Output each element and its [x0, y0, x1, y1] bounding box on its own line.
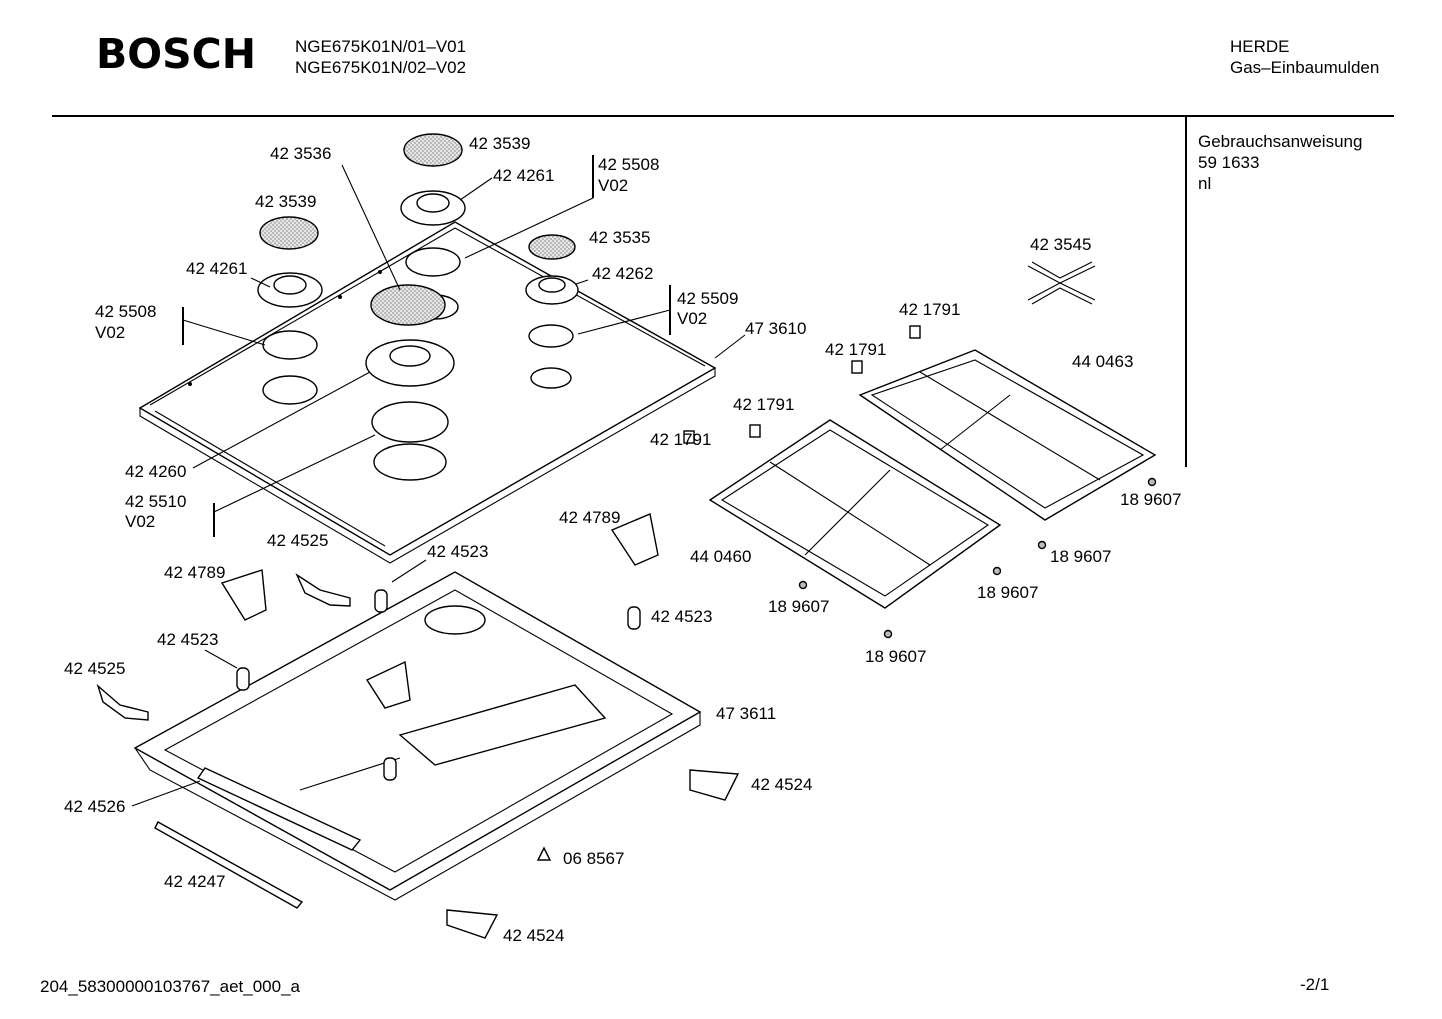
leader-lines [131, 155, 746, 807]
label-424789-right: 42 4789 [559, 508, 620, 527]
label-424526: 42 4526 [64, 797, 125, 816]
label-424525-top: 42 4525 [267, 531, 328, 550]
label-068567: 06 8567 [563, 849, 624, 868]
label-440463: 44 0463 [1072, 352, 1133, 371]
brand-logo: BOSCH [96, 30, 257, 78]
label-189607-e: 18 9607 [865, 647, 926, 666]
documentation-number: 59 1633 [1198, 153, 1260, 172]
grid-clips [683, 325, 921, 444]
document-id: 204_58300000103767_aet_000_a [40, 977, 300, 996]
documentation-language: nl [1198, 174, 1212, 193]
label-473610: 47 3610 [745, 319, 806, 338]
label-424523-top: 42 4523 [427, 542, 488, 561]
label-425508-left: 42 5508 [95, 302, 156, 321]
screw-part [536, 846, 552, 861]
label-423535: 42 3535 [589, 228, 650, 247]
label-v02-mid: V02 [677, 309, 707, 328]
label-189607-a: 18 9607 [1120, 490, 1181, 509]
label-421791-c: 42 1791 [733, 395, 794, 414]
page-number: -2/1 [1300, 975, 1330, 994]
doc-panel-divider [1185, 117, 1187, 467]
label-424261-left: 42 4261 [186, 259, 247, 278]
category-title: HERDE [1230, 37, 1290, 56]
label-v02-top: V02 [598, 176, 628, 195]
header-divider [52, 115, 1394, 117]
label-425509: 42 5509 [677, 289, 738, 308]
label-425510: 42 5510 [125, 492, 186, 511]
label-424525-left: 42 4525 [64, 659, 125, 678]
label-v02-bottom: V02 [125, 512, 155, 531]
label-424260: 42 4260 [125, 462, 186, 481]
model-number-2: NGE675K01N/02–V02 [295, 58, 467, 77]
label-421791-a: 42 1791 [899, 300, 960, 319]
label-440460: 44 0460 [690, 547, 751, 566]
documentation-title: Gebrauchsanweisung [1198, 132, 1363, 151]
hob-top-plate [138, 221, 717, 564]
label-423539-left: 42 3539 [255, 192, 316, 211]
label-424262: 42 4262 [592, 264, 653, 283]
pan-support-grid-440463 [858, 349, 1157, 521]
brackets [96, 513, 740, 939]
label-421791-b: 42 1791 [825, 340, 886, 359]
category-subtitle: Gas–Einbaumulden [1230, 58, 1380, 77]
label-189607-d: 18 9607 [768, 597, 829, 616]
label-425508-top: 42 5508 [598, 155, 659, 174]
burner-caps [259, 133, 576, 326]
cross-spider-part [1027, 261, 1096, 305]
label-421791-d: 42 1791 [650, 430, 711, 449]
label-189607-b: 18 9607 [1050, 547, 1111, 566]
injectors [236, 589, 641, 781]
label-424261-top: 42 4261 [493, 166, 554, 185]
label-424523-right: 42 4523 [651, 607, 712, 626]
label-423545: 42 3545 [1030, 235, 1091, 254]
pan-support-grid-440460 [708, 419, 1002, 609]
label-423536: 42 3536 [270, 144, 331, 163]
label-189607-c: 18 9607 [977, 583, 1038, 602]
label-423539-top: 42 3539 [469, 134, 530, 153]
label-424524-bottom: 42 4524 [503, 926, 564, 945]
bottom-tray [133, 571, 702, 901]
label-424523-left: 42 4523 [157, 630, 218, 649]
label-v02-left: V02 [95, 323, 125, 342]
part-number-labels: 42 3536 42 3539 42 4261 42 5508 V02 42 3… [64, 134, 1181, 945]
label-424524-right: 42 4524 [751, 775, 812, 794]
burner-heads [257, 190, 579, 387]
sealing-strip [154, 821, 304, 909]
label-424789-left: 42 4789 [164, 563, 225, 582]
label-424247: 42 4247 [164, 872, 225, 891]
label-473611: 47 3611 [716, 704, 776, 723]
rubber-feet [798, 477, 1157, 639]
model-number-1: NGE675K01N/01–V01 [295, 37, 467, 56]
